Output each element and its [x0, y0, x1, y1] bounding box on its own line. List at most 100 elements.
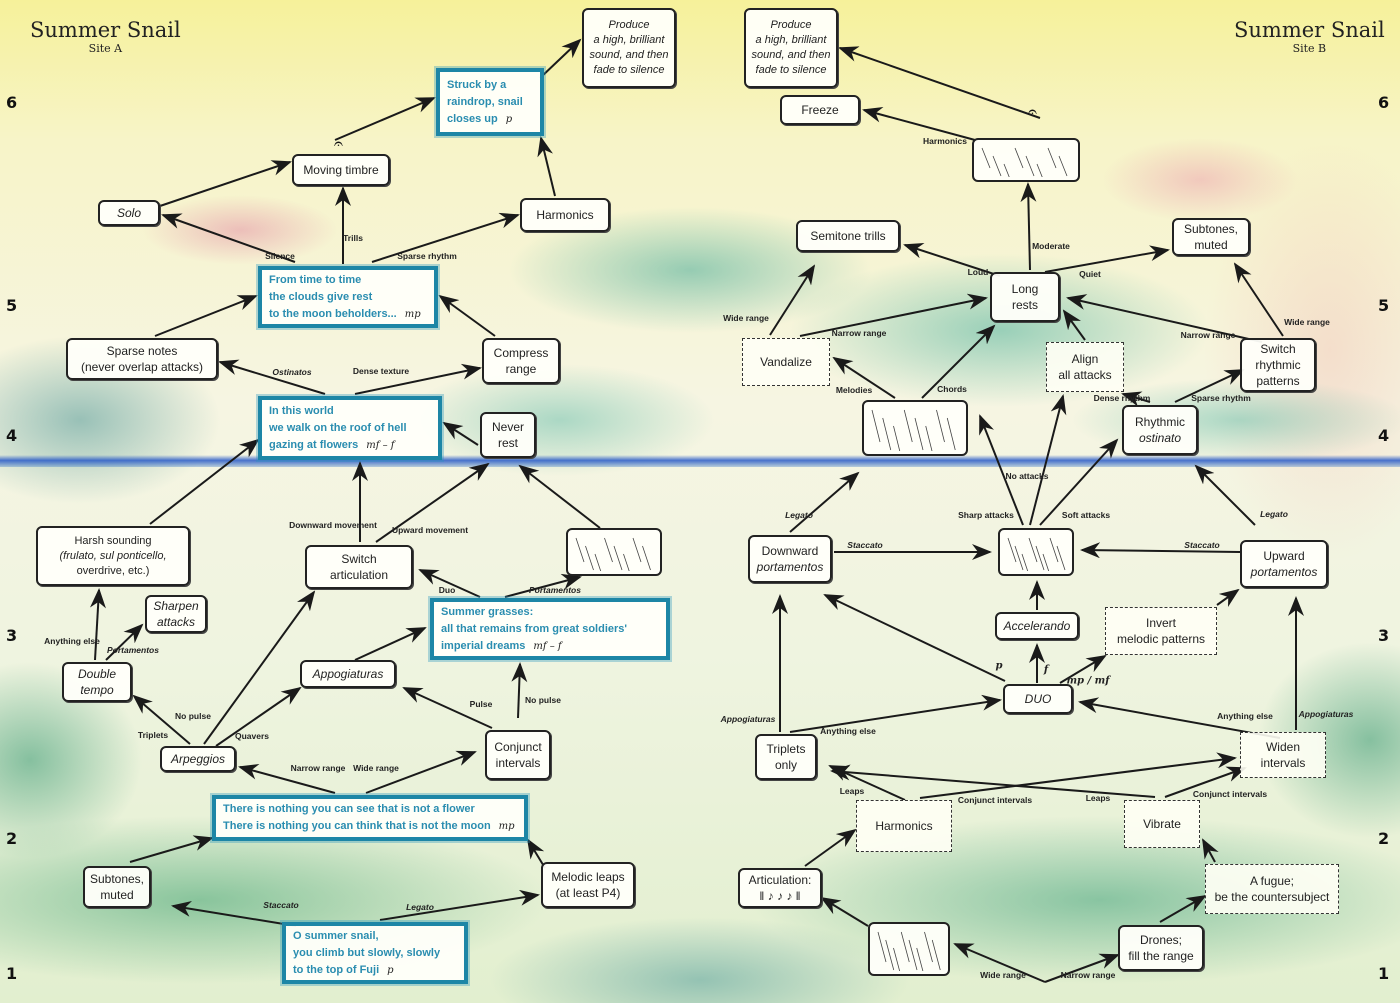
arrow — [149, 438, 260, 525]
node-text-line: (at least P4) — [555, 886, 621, 900]
arrow — [438, 294, 496, 337]
node-duo: DUO — [1003, 684, 1073, 714]
row-number-left: 5 — [6, 296, 18, 315]
node-text-line: Produce — [770, 19, 812, 31]
arrow — [203, 590, 316, 745]
edge-label: Legato — [1260, 509, 1288, 519]
node-text-line: A fugue; — [1249, 874, 1295, 888]
sketch-icon — [871, 409, 956, 451]
edge-label: Wide range — [723, 313, 769, 323]
node-articulation: Articulation:‖ ♪ ♪ ♪ ‖ — [738, 868, 822, 908]
node-text-line: rest — [497, 436, 518, 450]
node-text-line: raindrop, snail — [447, 95, 523, 108]
arrow — [154, 295, 258, 337]
arrow — [215, 686, 302, 747]
arrow — [1080, 542, 1241, 559]
dynamic-marking: mp — [498, 821, 515, 832]
arrow — [375, 462, 490, 543]
arrow — [862, 106, 976, 141]
node-text-line: range — [505, 362, 537, 376]
arrow — [1062, 309, 1086, 341]
arrow — [979, 414, 1024, 526]
arrow — [171, 900, 297, 927]
node-text-line: From time to time — [269, 273, 362, 286]
node-solo: Solo — [98, 200, 160, 226]
edge-label: Staccato — [847, 540, 883, 550]
node-moving-timbre: Moving timbre — [292, 154, 390, 186]
node-text-line: Harsh sounding — [74, 534, 152, 547]
node-text-line: a high, brilliant — [593, 34, 665, 46]
title-site-a: Summer Snail Site A — [30, 18, 181, 55]
edge-label: mp / mf — [1066, 675, 1110, 687]
arrow — [161, 213, 296, 263]
dynamic-marking: mp — [404, 308, 421, 320]
node-text-line: Summer grasses: — [441, 605, 534, 618]
node-text-line: O summer snail, — [293, 929, 379, 942]
node-text-line: Double — [77, 667, 117, 681]
arrow — [838, 46, 1041, 119]
arrow — [830, 764, 1156, 798]
node-text-line: Subtones, — [1183, 222, 1239, 236]
arrow — [354, 627, 427, 661]
edge-label: Conjunct intervals — [1192, 789, 1268, 799]
poem-nothing: There is nothing you can see that is not… — [212, 795, 528, 841]
arrow — [903, 242, 1001, 277]
node-text-line: you climb but slowly, slowly — [293, 946, 441, 959]
image-texture-a — [566, 528, 662, 576]
node-vibrate: Vibrate — [1124, 800, 1200, 848]
node-text-line: all attacks — [1058, 368, 1112, 382]
edge-label: Triplets — [137, 730, 169, 740]
node-text-line: Downward — [761, 544, 819, 558]
arrow — [1159, 894, 1207, 923]
edge-label: Dense rhythm — [1093, 393, 1151, 403]
arrow — [823, 594, 1006, 682]
arrow — [511, 662, 528, 719]
poem-summer-grasses: Summer grasses:all that remains from gre… — [430, 598, 670, 660]
node-text-line: Produce — [608, 19, 650, 31]
row-number-right: 5 — [1378, 296, 1390, 315]
node-semitone-trills: Semitone trills — [796, 220, 900, 252]
arrow — [518, 464, 601, 529]
edge-label: Soft attacks — [1061, 510, 1111, 520]
arrow — [504, 573, 582, 598]
node-text-line: Freeze — [801, 103, 839, 117]
row-number-right: 3 — [1378, 626, 1390, 645]
arrow — [1202, 838, 1219, 863]
image-cluster-image — [868, 922, 950, 976]
edge-label: Conjunct intervals — [957, 795, 1033, 805]
node-text-line: ostinato — [1138, 431, 1182, 445]
arrow — [129, 835, 214, 863]
edge-label: Wide range — [1284, 317, 1330, 327]
node-text-line: sound, and then — [589, 49, 669, 61]
arrow — [105, 623, 144, 661]
arrow — [1174, 369, 1245, 403]
node-text-line: fill the range — [1128, 949, 1194, 963]
arrow — [442, 421, 479, 446]
title-text: Summer Snail — [1234, 18, 1385, 42]
edge-label: Sparse rhythm — [1191, 393, 1251, 403]
node-text-line: we walk on the roof of hell — [269, 421, 407, 434]
edge-label: Pulse — [469, 699, 493, 709]
arrow — [832, 356, 896, 399]
node-text-line: Vandalize — [760, 355, 812, 369]
node-text-line: Harmonics — [536, 208, 594, 222]
edge-label: Harmonics — [923, 136, 967, 146]
edge-label: Dense texture — [352, 366, 410, 376]
arrow — [402, 687, 493, 729]
edge-label: Sharp attacks — [958, 510, 1014, 520]
edge-label: Staccato — [263, 900, 299, 910]
fermata-icon: 𝄐 — [334, 136, 343, 153]
dynamic-marking: mf – f — [533, 640, 562, 652]
arrow — [132, 694, 191, 745]
node-text-line: portamentos — [1250, 565, 1318, 579]
node-text-line: Vibrate — [1143, 817, 1181, 831]
arrow — [789, 694, 1002, 733]
